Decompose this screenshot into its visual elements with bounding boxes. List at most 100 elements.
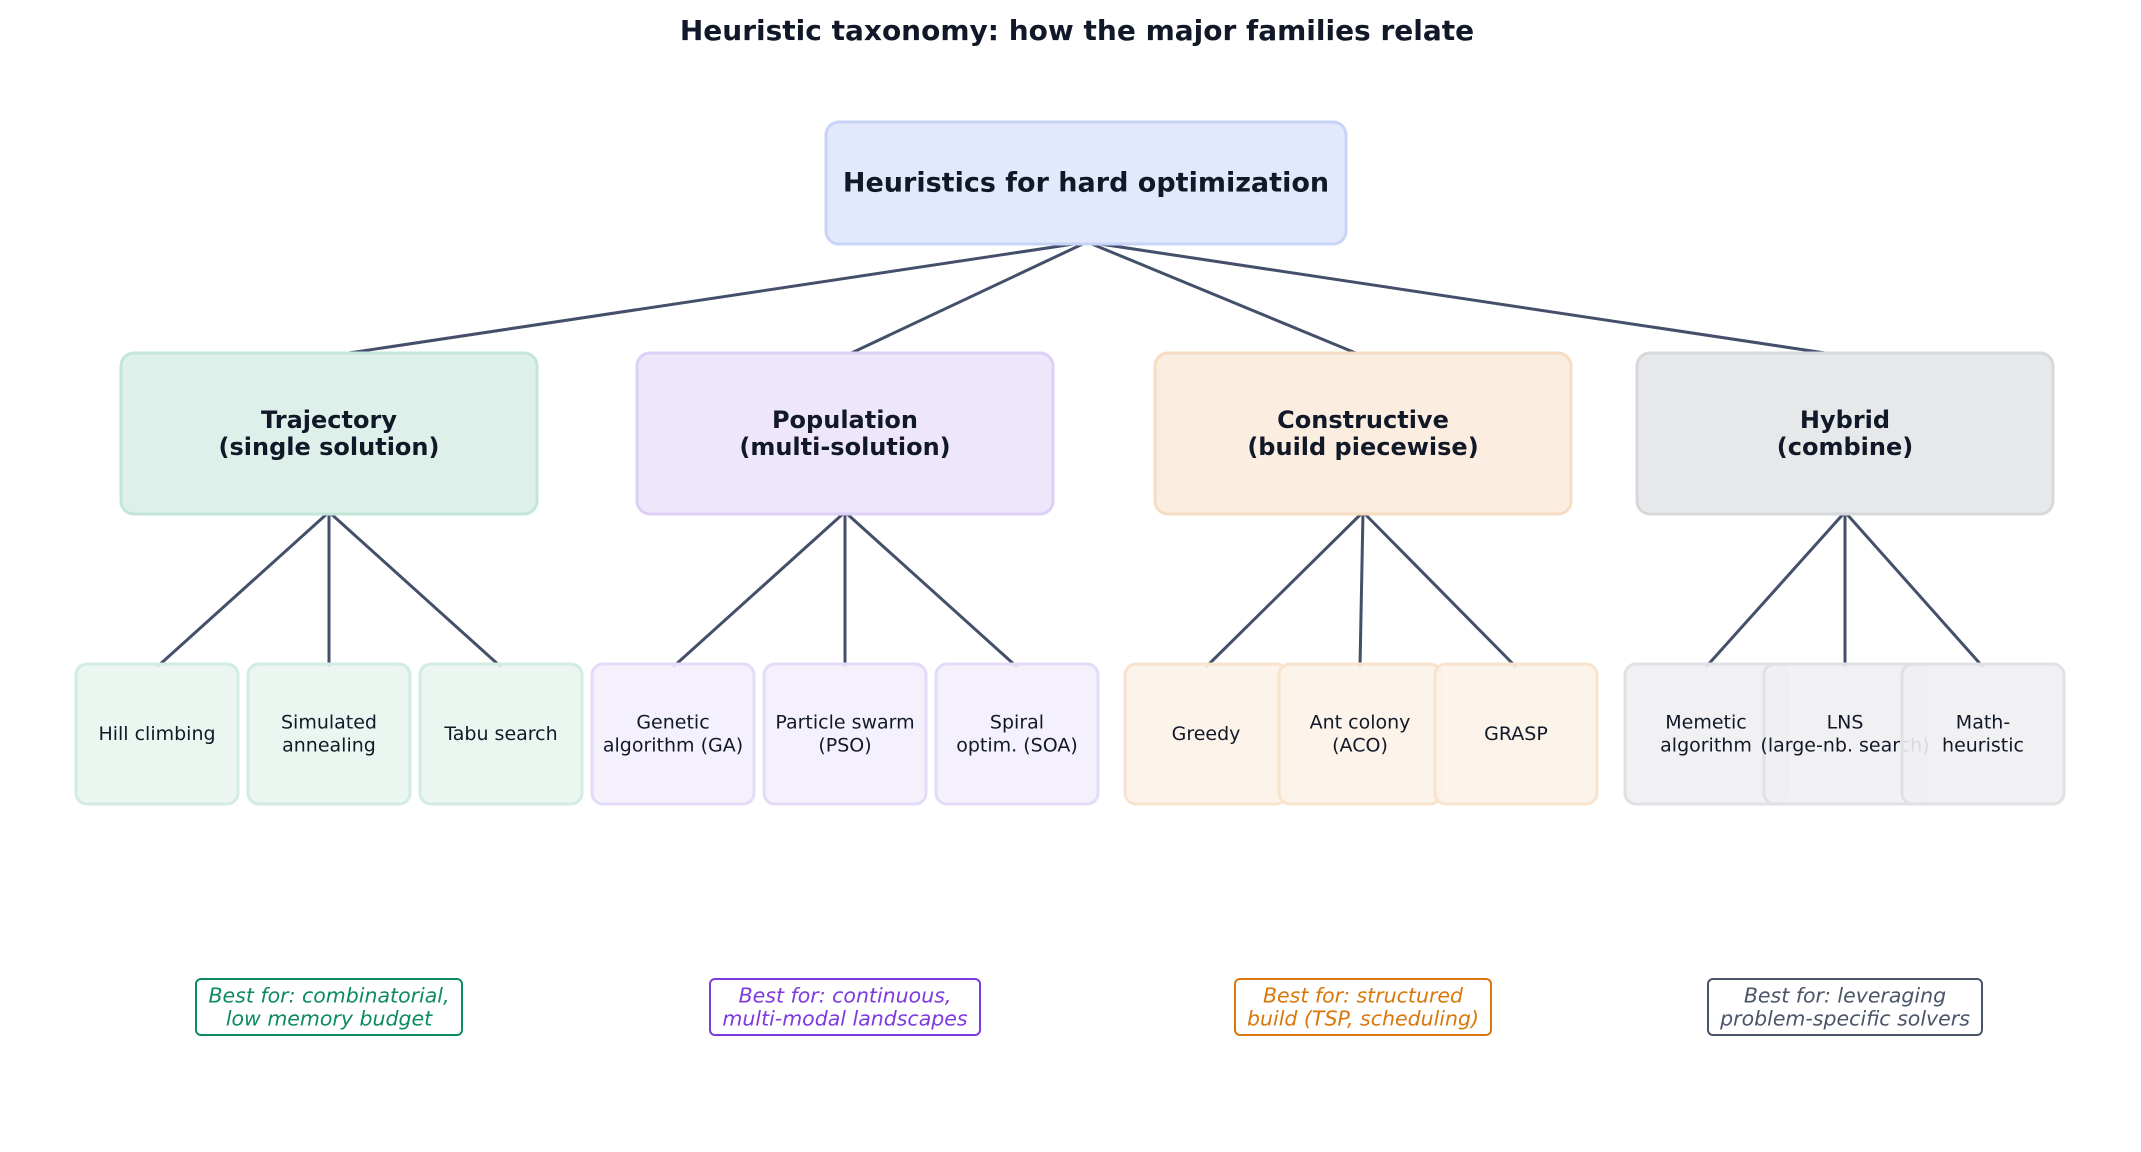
leaf-hybrid-1: LNS(large-nb. search) bbox=[1760, 662, 1930, 806]
edge-root-population bbox=[844, 240, 1088, 358]
leaf-label: Hill climbing bbox=[98, 723, 215, 745]
note-label-line: Best for: structured bbox=[1263, 984, 1464, 1008]
note-box bbox=[709, 978, 981, 1036]
leaf-label-line: (large-nb. search) bbox=[1760, 735, 1929, 757]
leaf-box bbox=[246, 662, 412, 806]
root-box bbox=[824, 120, 1348, 246]
family-population: Population(multi-solution) bbox=[635, 351, 1055, 516]
leaf-constructive-1: Ant colony(ACO) bbox=[1277, 662, 1443, 806]
note-label: Best for: continuous,multi-modal landsca… bbox=[722, 984, 967, 1031]
leaf-label-line: Simulated bbox=[281, 712, 377, 734]
leaf-label-line: Greedy bbox=[1172, 723, 1241, 745]
family-label-trajectory: Trajectory(single solution) bbox=[219, 406, 440, 461]
leaf-label-line: Memetic bbox=[1665, 712, 1746, 734]
leaf-label: Ant colony(ACO) bbox=[1310, 712, 1411, 757]
edge-root-trajectory bbox=[328, 240, 1088, 358]
note-box bbox=[1234, 978, 1492, 1036]
edge-trajectory-leaf-0 bbox=[155, 510, 331, 669]
leaf-label: Greedy bbox=[1172, 723, 1241, 745]
family-label-constructive-line: Constructive bbox=[1277, 406, 1449, 434]
edge-root-constructive bbox=[1086, 240, 1364, 358]
leaf-label-line: Particle swarm bbox=[775, 712, 914, 734]
edge-hybrid-leaf-0 bbox=[1704, 510, 1847, 669]
nodes: Heuristics for hard optimizationTrajecto… bbox=[74, 120, 2066, 1036]
note-label-line: Best for: continuous, bbox=[739, 984, 952, 1008]
leaf-label-line: Spiral bbox=[990, 712, 1044, 734]
leaf-label-line: (PSO) bbox=[818, 735, 871, 757]
edge-trajectory-leaf-2 bbox=[327, 510, 503, 669]
family-label-population-line: (multi-solution) bbox=[739, 433, 950, 461]
note-label-line: Best for: leveraging bbox=[1744, 984, 1946, 1008]
leaf-label-line: Tabu search bbox=[443, 723, 557, 745]
leaf-label: Particle swarm(PSO) bbox=[775, 712, 914, 757]
leaf-label-line: GRASP bbox=[1484, 723, 1548, 745]
edge-constructive-leaf-2 bbox=[1361, 510, 1518, 669]
note-box bbox=[1707, 978, 1983, 1036]
leaf-label-line: heuristic bbox=[1942, 735, 2024, 757]
family-hybrid: Hybrid(combine) bbox=[1635, 351, 2055, 516]
leaf-label: Math-heuristic bbox=[1942, 712, 2024, 757]
leaf-label-line: Math- bbox=[1956, 712, 2010, 734]
edge-hybrid-leaf-2 bbox=[1843, 511, 1985, 668]
leaf-label-line: Ant colony bbox=[1310, 712, 1411, 734]
family-label-trajectory-line: (single solution) bbox=[219, 433, 440, 461]
leaf-box bbox=[590, 662, 756, 806]
family-label-population: Population(multi-solution) bbox=[739, 406, 950, 461]
leaf-label-line: LNS bbox=[1827, 712, 1864, 734]
root-node: Heuristics for hard optimization bbox=[824, 120, 1348, 246]
edge-root-hybrid bbox=[1086, 240, 1846, 358]
leaf-label: GRASP bbox=[1484, 723, 1548, 745]
leaf-label-line: Hill climbing bbox=[98, 723, 215, 745]
family-label-trajectory-line: Trajectory bbox=[261, 406, 397, 434]
family-constructive: Constructive(build piecewise) bbox=[1153, 351, 1573, 516]
root-label: Heuristics for hard optimization bbox=[843, 168, 1329, 199]
note-population: Best for: continuous,multi-modal landsca… bbox=[709, 978, 981, 1036]
leaf-box bbox=[1900, 662, 2066, 806]
leaf-label: LNS(large-nb. search) bbox=[1760, 712, 1929, 757]
family-box-population bbox=[635, 351, 1055, 516]
leaf-label-line: algorithm bbox=[1660, 735, 1752, 757]
leaf-box bbox=[418, 662, 584, 806]
note-label-line: Best for: combinatorial, bbox=[208, 984, 449, 1008]
family-label-constructive: Constructive(build piecewise) bbox=[1247, 406, 1478, 461]
family-label-constructive-line: (build piecewise) bbox=[1247, 433, 1478, 461]
leaf-population-1: Particle swarm(PSO) bbox=[762, 662, 928, 806]
note-label-line: low memory budget bbox=[226, 1007, 433, 1031]
family-trajectory: Trajectory(single solution) bbox=[119, 351, 539, 516]
leaf-constructive-0: Greedy bbox=[1123, 662, 1289, 806]
leaf-box bbox=[1433, 662, 1599, 806]
leaf-hybrid-2: Math-heuristic bbox=[1900, 662, 2066, 806]
leaf-box bbox=[762, 662, 928, 806]
leaf-constructive-2: GRASP bbox=[1433, 662, 1599, 806]
note-box bbox=[195, 978, 463, 1036]
leaf-label-line: (ACO) bbox=[1332, 735, 1388, 757]
note-trajectory: Best for: combinatorial,low memory budge… bbox=[195, 978, 463, 1036]
diagram-title: Heuristic taxonomy: how the major famili… bbox=[680, 14, 1474, 47]
leaf-label-line: optim. (SOA) bbox=[956, 735, 1078, 757]
leaf-label-line: Genetic bbox=[636, 712, 709, 734]
note-label: Best for: combinatorial,low memory budge… bbox=[208, 984, 449, 1031]
note-label-line: problem-specific solvers bbox=[1719, 1007, 1970, 1031]
family-label-population-line: Population bbox=[772, 406, 918, 434]
edge-constructive-leaf-1 bbox=[1358, 511, 1365, 668]
leaf-box bbox=[74, 662, 240, 806]
edge-constructive-leaf-0 bbox=[1204, 510, 1365, 669]
edge-population-leaf-2 bbox=[843, 510, 1019, 669]
family-label-hybrid: Hybrid(combine) bbox=[1777, 406, 1913, 461]
family-box-trajectory bbox=[119, 351, 539, 516]
leaf-trajectory-2: Tabu search bbox=[418, 662, 584, 806]
leaf-label-line: algorithm (GA) bbox=[603, 735, 743, 757]
family-box-hybrid bbox=[1635, 351, 2055, 516]
